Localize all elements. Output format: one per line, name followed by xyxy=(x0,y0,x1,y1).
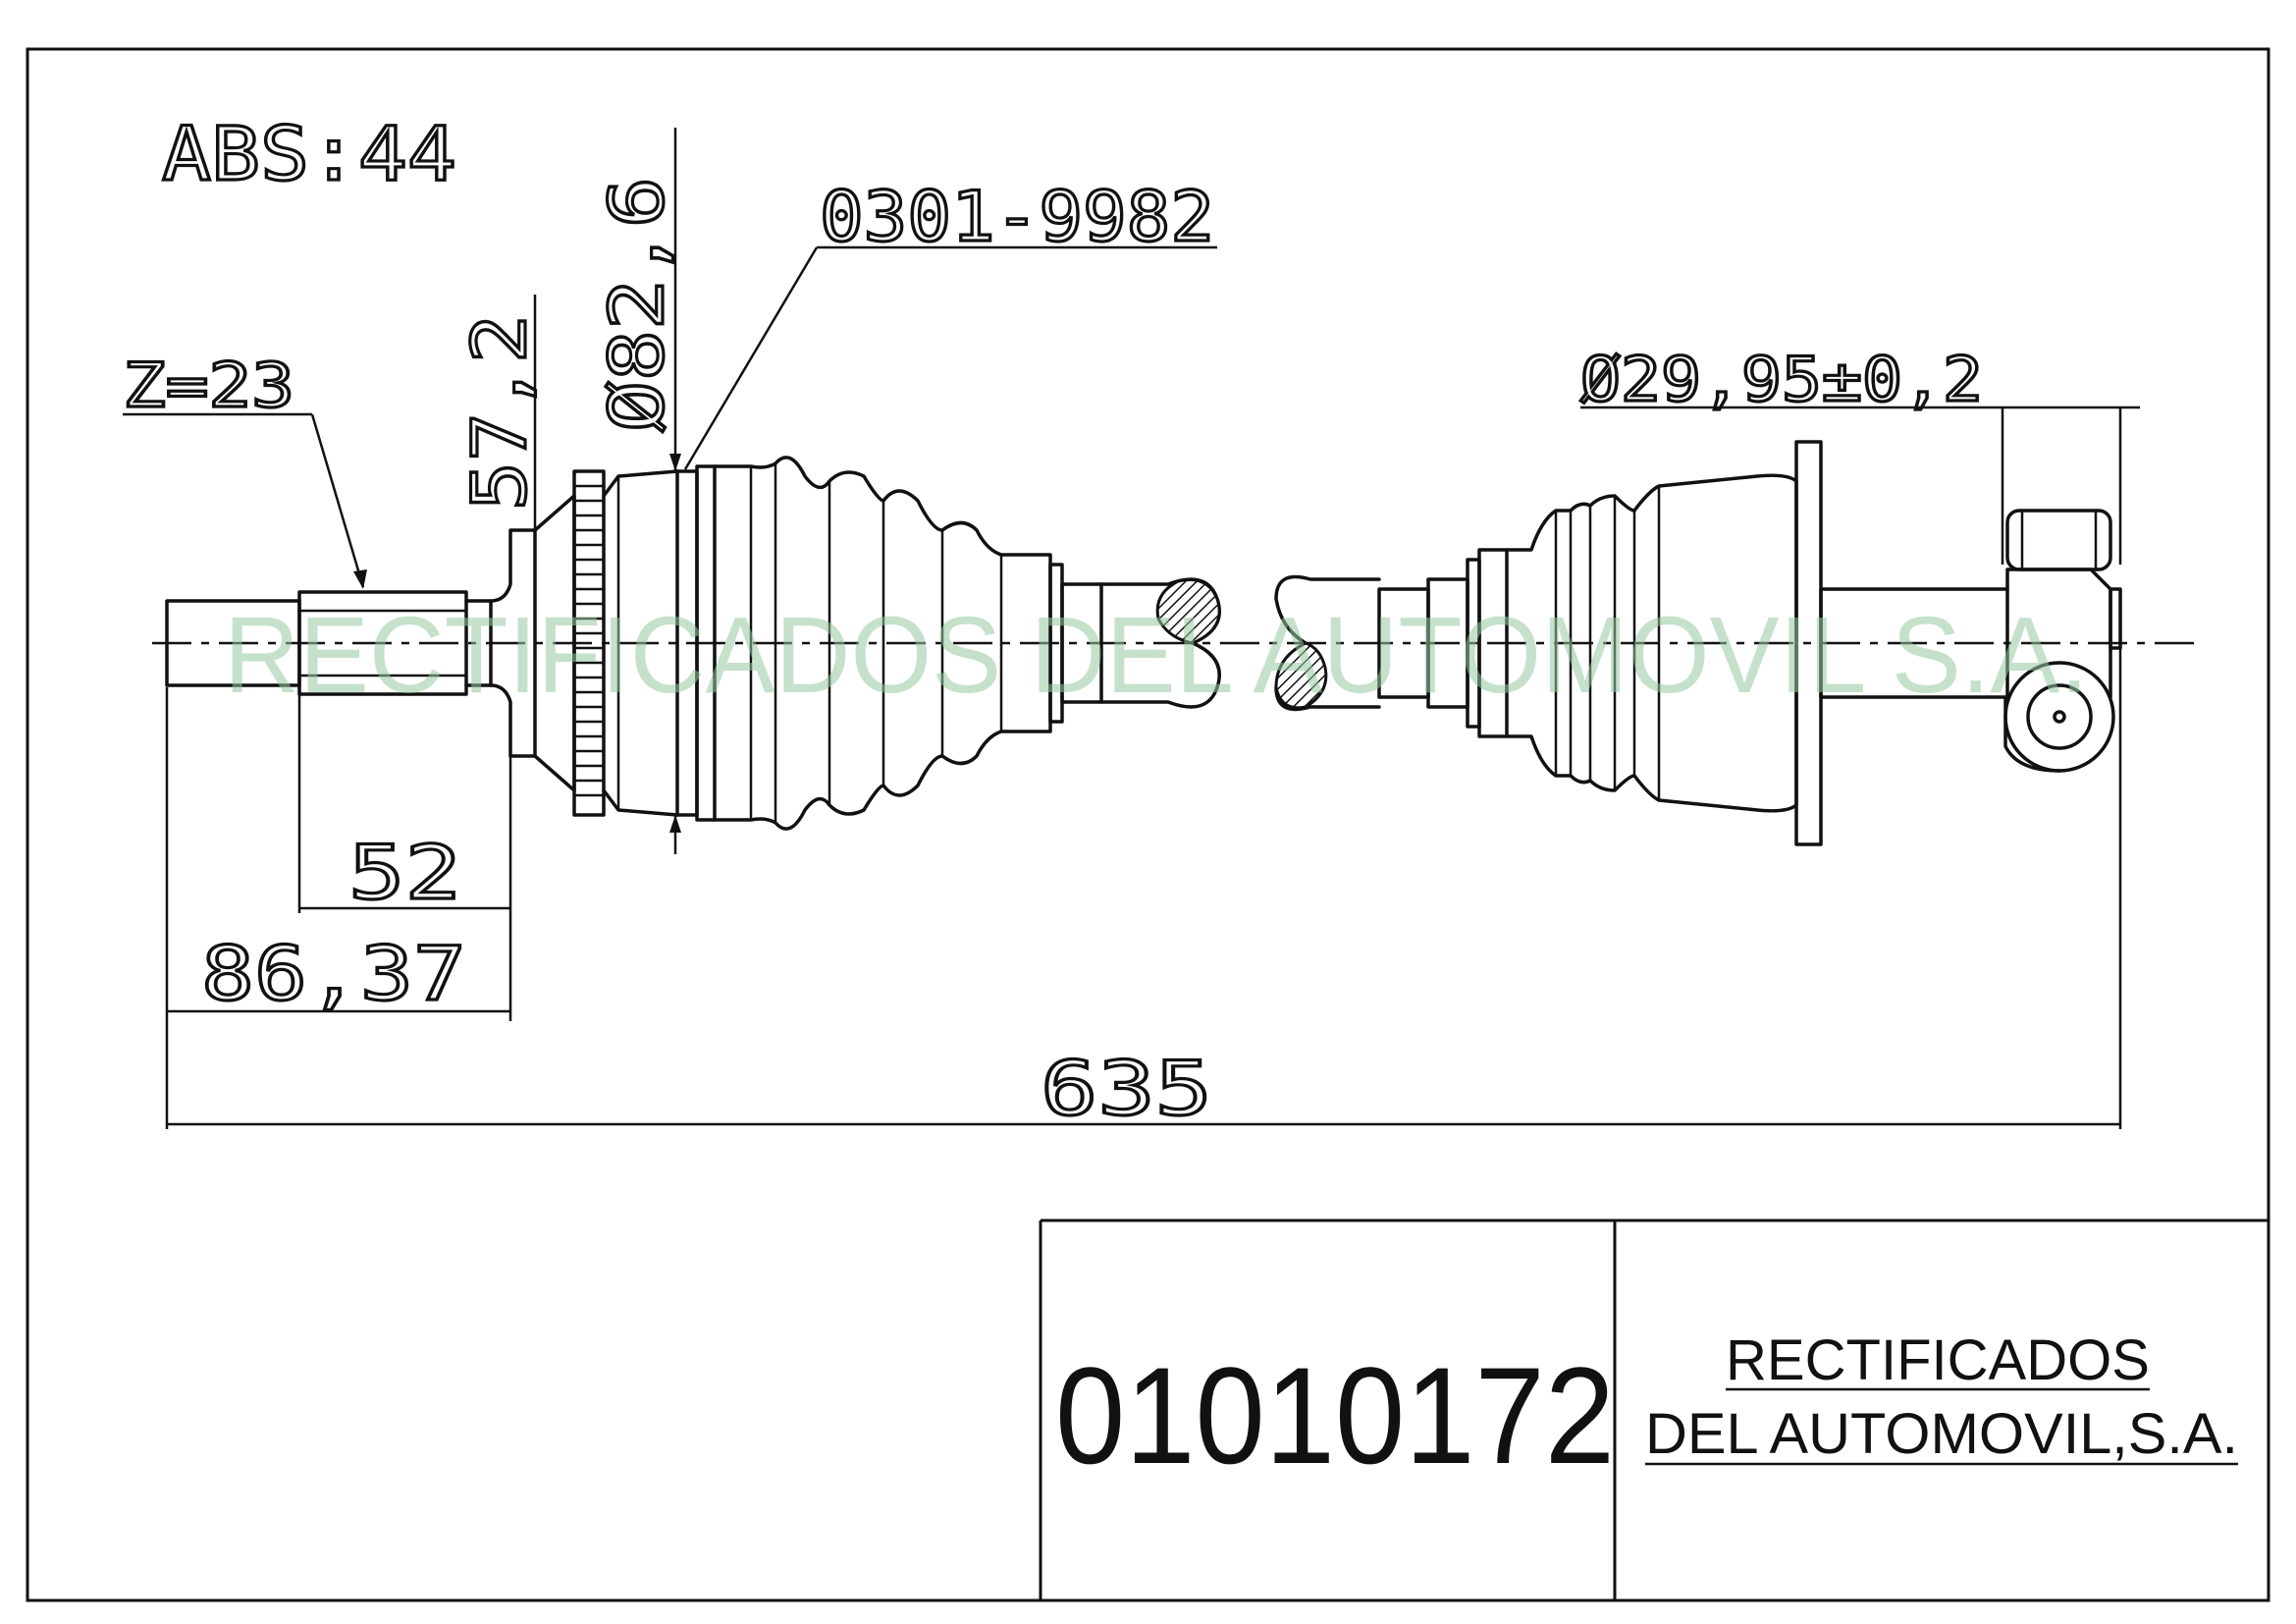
dim-86-37-label: 86,37 xyxy=(201,930,466,1017)
joint-part-number-label: 0301-9982 xyxy=(820,177,1214,257)
drive-shaft-left-assembly xyxy=(165,456,1221,831)
drawing-frame xyxy=(26,47,2270,1602)
dim-52-label: 52 xyxy=(348,829,461,916)
dimensions xyxy=(123,128,2140,1129)
dim-635-label: 635 xyxy=(1041,1045,1212,1132)
part-number: 01010172 xyxy=(1055,1338,1615,1492)
company-name-line2: DEL AUTOMOVIL,S.A. xyxy=(1645,1402,2238,1466)
annotations: ABS:44 Z=23 0301-9982 57,2 Ø82,6 Ø29,95±… xyxy=(121,108,1984,1133)
watermark-text: RECTIFICADOS DEL AUTOMOVIL S.A. xyxy=(224,595,2089,716)
spline-count-label: Z=23 xyxy=(123,350,294,421)
dim-57-2-label: 57,2 xyxy=(455,314,543,511)
dim-diameter-29-95-label: Ø29,95±0,2 xyxy=(1580,344,1983,415)
title-block: 01010172 RECTIFICADOS DEL AUTOMOVIL,S.A. xyxy=(1039,1218,2269,1600)
company-name-line1: RECTIFICADOS xyxy=(1726,1328,2150,1392)
dim-diameter-82-6-label: Ø82,6 xyxy=(593,177,680,432)
drive-shaft-right-assembly xyxy=(1274,440,2122,846)
abs-label: ABS:44 xyxy=(162,110,456,197)
